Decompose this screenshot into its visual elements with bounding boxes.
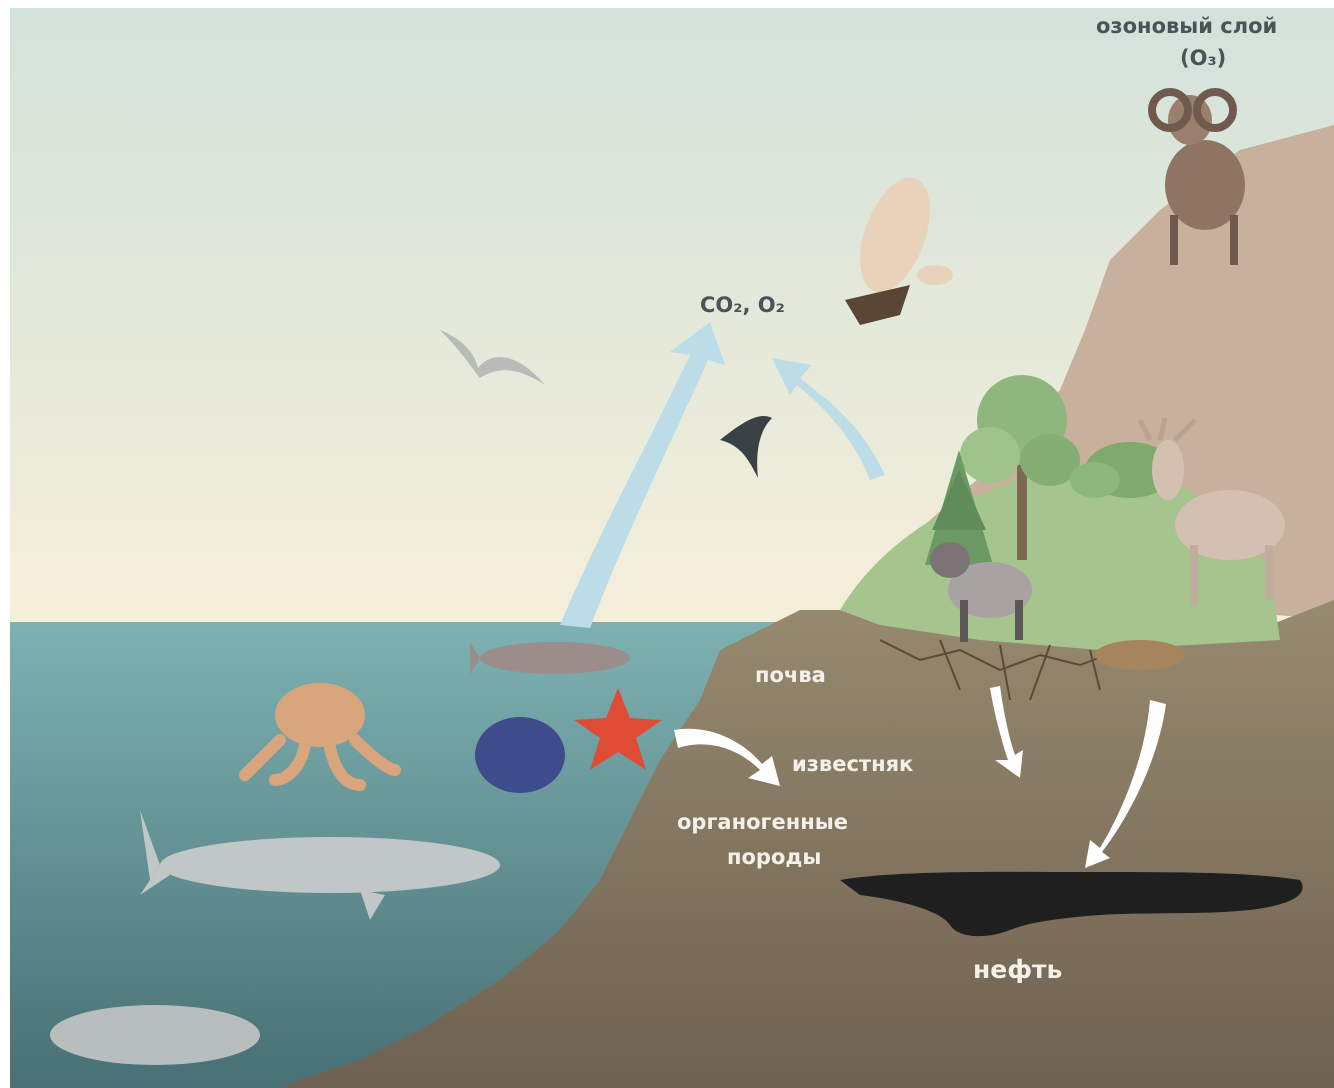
oil-label: нефть bbox=[973, 955, 1062, 984]
coelacanth-icon bbox=[50, 1005, 260, 1065]
blue-fish-icon bbox=[475, 717, 565, 793]
organogenic-rocks-label-line2: породы bbox=[727, 845, 821, 869]
ozone-formula-label: (O₃) bbox=[1180, 46, 1226, 70]
mole-icon bbox=[1095, 640, 1185, 670]
organogenic-rocks-label-line1: органогенные bbox=[677, 810, 848, 834]
ozone-layer-label: озоновый слой bbox=[1096, 14, 1277, 38]
soil-label: почва bbox=[755, 663, 826, 687]
limestone-label: известняк bbox=[792, 752, 913, 776]
gases-label: CO₂, O₂ bbox=[700, 293, 785, 317]
